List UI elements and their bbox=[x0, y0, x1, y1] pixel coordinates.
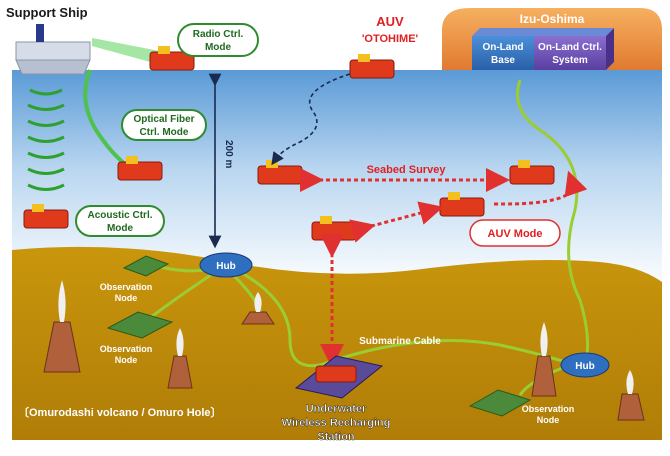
radio-ctrl-label-2: Mode bbox=[205, 42, 232, 53]
on-land-box-top bbox=[472, 28, 614, 36]
support-ship bbox=[15, 24, 91, 75]
on-land-base-label-1: On-Land bbox=[482, 42, 523, 53]
radio-ctrl-bubble bbox=[177, 23, 259, 57]
optical-fiber-label-2: Ctrl. Mode bbox=[140, 127, 189, 138]
vent-chimney-2 bbox=[167, 328, 193, 389]
izu-oshima-label: Izu-Oshima bbox=[520, 12, 585, 26]
auv-mode-label: AUV Mode bbox=[488, 228, 543, 240]
observation-node-2 bbox=[106, 311, 174, 339]
auv-dive-path bbox=[271, 73, 351, 166]
support-ship-label: Support Ship bbox=[6, 5, 88, 20]
auv-title-1: AUV bbox=[376, 14, 404, 29]
depth-label: 200 m bbox=[223, 140, 234, 168]
obs-node-3-label-1: Observation bbox=[522, 404, 575, 414]
auv-optical bbox=[117, 156, 163, 181]
vent-chimney-1 bbox=[43, 280, 81, 373]
obs-node-1-label-2: Node bbox=[115, 293, 138, 303]
auv-mode-bubble bbox=[469, 219, 561, 247]
on-land-ctrl-box bbox=[534, 36, 606, 70]
acoustic-ctrl-label-1: Acoustic Ctrl. bbox=[87, 210, 152, 221]
acoustic-waves-icon bbox=[27, 88, 65, 191]
on-land-ctrl-label-1: On-Land Ctrl. bbox=[538, 42, 602, 53]
hub-left bbox=[199, 252, 253, 278]
submarine-cable-label: Submarine Cable bbox=[359, 336, 441, 347]
on-land-box-side bbox=[606, 28, 614, 70]
auv-survey-right bbox=[509, 160, 555, 185]
obs-node-2-label-1: Observation bbox=[100, 344, 153, 354]
auv-title-2: 'OTOHIME' bbox=[362, 33, 419, 45]
vent-chimney-3 bbox=[241, 292, 275, 325]
seabed-survey-label: Seabed Survey bbox=[367, 164, 447, 176]
vent-chimney-4 bbox=[531, 322, 557, 397]
on-land-ctrl-label-2: System bbox=[552, 55, 588, 66]
optical-fiber-bubble bbox=[121, 109, 207, 141]
acoustic-ctrl-bubble bbox=[75, 205, 165, 237]
location-label: 〔Omurodashi volcano / Omuro Hole〕 bbox=[18, 406, 222, 419]
hub-right bbox=[560, 352, 610, 378]
auv-otohime bbox=[349, 54, 395, 79]
optical-fiber-label-1: Optical Fiber bbox=[133, 114, 194, 125]
recharging-label-3: Station bbox=[317, 431, 355, 443]
observation-node-1 bbox=[122, 255, 170, 277]
obs-node-1-label-1: Observation bbox=[100, 282, 153, 292]
on-land-base-label-2: Base bbox=[491, 55, 515, 66]
auv-acoustic bbox=[23, 204, 69, 229]
recharging-label-1: Underwater bbox=[306, 403, 367, 415]
acoustic-ctrl-label-2: Mode bbox=[107, 223, 134, 234]
obs-node-2-label-2: Node bbox=[115, 355, 138, 365]
radio-beam bbox=[92, 38, 165, 66]
return-arrow bbox=[493, 170, 588, 206]
recharging-label-2: Wireless Recharging bbox=[282, 417, 391, 429]
optical-fiber-cable bbox=[83, 69, 132, 170]
auv-mode-arrow bbox=[349, 201, 444, 243]
radio-ctrl-label-1: Radio Ctrl. bbox=[193, 29, 244, 40]
on-land-base-box bbox=[472, 36, 534, 70]
hub-right-label: Hub bbox=[575, 361, 594, 372]
vent-chimney-5 bbox=[617, 370, 645, 421]
auv-radio bbox=[149, 46, 195, 71]
observation-node-3 bbox=[468, 389, 532, 417]
obs-node-3-label-2: Node bbox=[537, 415, 560, 425]
auv-docked bbox=[315, 365, 357, 383]
hub-left-label: Hub bbox=[216, 261, 235, 272]
